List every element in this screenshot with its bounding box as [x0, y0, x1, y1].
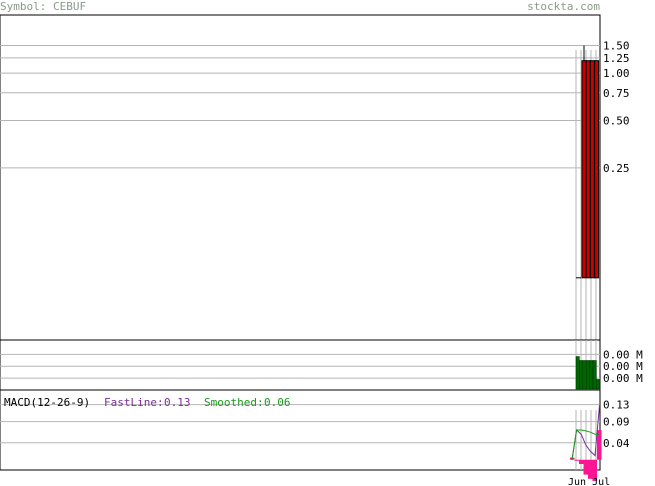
macd-tick-label: 0.09 — [603, 416, 630, 429]
smoothed-value: 0.06 — [264, 396, 291, 409]
volume-tick-label: 0.00 M — [603, 372, 643, 385]
price-tick-label: 1.25 — [603, 52, 630, 65]
volume-bar — [592, 360, 597, 390]
fastline-label: FastLine: — [104, 396, 164, 409]
macd-histogram-bar — [583, 459, 588, 475]
candle-body — [594, 60, 600, 279]
macd-tick-label: 0.04 — [603, 437, 630, 450]
macd-frame — [0, 389, 601, 471]
volume-panel: 0.00 M0.00 M0.00 M — [0, 339, 643, 391]
volume-bar — [596, 379, 601, 390]
candle-body — [589, 60, 595, 279]
candle-body — [585, 60, 591, 279]
price-tick-label: 0.75 — [603, 87, 630, 100]
volume-tick-label: 0.00 M — [603, 348, 643, 361]
macd-histogram-bar — [592, 459, 597, 481]
price-tick-label: 0.25 — [603, 162, 630, 175]
macd-histogram-bar — [588, 459, 593, 479]
volume-bar — [582, 360, 587, 390]
macd-histogram-bar — [597, 430, 602, 460]
volume-frame — [0, 339, 601, 391]
symbol-label: Symbol: CEBUF — [0, 0, 87, 13]
macd-histogram-bar — [574, 459, 579, 461]
price-panel: 1.501.25 1.00 0.75 0.50 0.25 — [0, 14, 630, 341]
candle-body — [581, 60, 587, 279]
volume-bar — [585, 360, 590, 390]
smoothed-label: Smoothed: — [204, 396, 264, 409]
volume-bar — [589, 360, 594, 390]
macd-title: MACD(12-26-9) — [4, 396, 90, 409]
volume-tick-label: 0.00 M — [603, 360, 643, 373]
volume-bar — [575, 356, 580, 390]
price-tick-label: 1.50 — [603, 39, 630, 52]
macd-smoothed-line — [571, 429, 600, 460]
price-tick-label: 1.00 — [603, 67, 630, 80]
macd-histogram-bar — [579, 459, 584, 464]
site-name: stockta.com — [527, 0, 600, 13]
volume-bar — [579, 360, 584, 390]
x-axis-label: Jun Jul — [568, 477, 610, 486]
fastline-value: 0.13 — [164, 396, 191, 409]
price-frame — [0, 14, 601, 341]
price-tick-label: 0.50 — [603, 115, 630, 128]
macd-tick-label: 0.13 — [603, 399, 630, 412]
macd-panel: 0.13 0.09 0.04 — [0, 389, 630, 481]
